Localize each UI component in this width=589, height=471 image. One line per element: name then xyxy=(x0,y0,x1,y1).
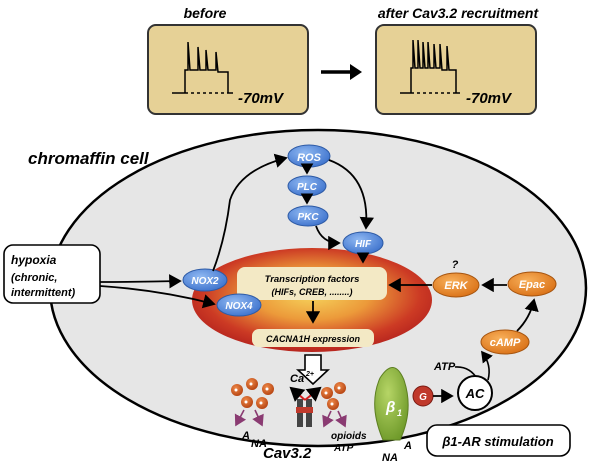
transcription-factor-box xyxy=(237,267,387,300)
hypoxia-nox4-arrow xyxy=(99,285,216,309)
camp-label: cAMP xyxy=(490,337,521,349)
epac-node: Epac xyxy=(507,271,557,297)
calcium-ion-label: Ca xyxy=(290,373,304,385)
camp-epac-arrow xyxy=(516,298,539,332)
plc-node: PLC xyxy=(287,175,327,197)
released-atp-label: ATP xyxy=(333,443,354,454)
after-voltage: -70mV xyxy=(466,90,513,107)
after-trace-panel: -70mV xyxy=(375,24,537,115)
erk-node: ERK xyxy=(432,272,480,298)
vesicle-release-arrow-1 xyxy=(234,409,247,427)
receptor-ligand-a: A xyxy=(403,440,412,452)
nox2-node: NOX2 xyxy=(182,268,228,292)
after-title: after Cav3.2 recruitment xyxy=(378,5,540,21)
cav32-label: Cav3.2 xyxy=(263,445,312,462)
ros-node: ROS xyxy=(287,144,331,168)
ac-label: AC xyxy=(465,386,485,401)
cell-label: chromaffin cell xyxy=(28,149,150,168)
camp-node: cAMP xyxy=(480,329,530,355)
nox4-node: NOX4 xyxy=(216,293,262,317)
tf-detail: (HIFs, CREB, ........) xyxy=(271,287,352,297)
ac-to-camp-arrow xyxy=(481,350,493,381)
vesicle-release-arrow-4 xyxy=(335,410,347,428)
erk-question-mark: ? xyxy=(452,259,459,271)
hypoxia-detail-2: intermittent) xyxy=(11,287,76,299)
nox2-label: NOX2 xyxy=(191,276,219,287)
tf-title: Transcription factors xyxy=(265,274,360,285)
nox-ros-arrow xyxy=(212,153,288,272)
beta-symbol: β xyxy=(385,399,395,416)
beta1-receptor: β 1 xyxy=(374,367,409,441)
pkc-hif-arrow xyxy=(315,225,341,251)
g-protein: G xyxy=(412,385,434,407)
cav32-channel xyxy=(296,399,313,427)
hypoxia-box: hypoxia (chronic, intermittent) xyxy=(3,244,101,304)
pkc-label: PKC xyxy=(297,212,319,223)
right-vesicle-cluster xyxy=(321,382,346,410)
vesicle-release-arrow-3 xyxy=(322,410,334,428)
pkc-node: PKC xyxy=(287,205,329,227)
hypoxia-nox2-arrow xyxy=(99,274,182,289)
nox4-label: NOX4 xyxy=(225,301,253,312)
hif-node: HIF xyxy=(342,231,384,255)
released-na-label: NA xyxy=(251,438,267,450)
before-trace-panel: -70mV xyxy=(147,24,309,115)
atp-substrate-label: ATP xyxy=(433,361,456,373)
plc-label: PLC xyxy=(297,182,318,193)
vesicle-release-arrow-2 xyxy=(252,409,264,427)
calcium-influx-right-arrow xyxy=(304,386,322,402)
beta-subscript: 1 xyxy=(397,408,402,418)
released-a-label: A xyxy=(241,430,250,442)
ac-enzyme: AC xyxy=(457,375,493,411)
beta-stimulation-box: β1-AR stimulation xyxy=(426,424,571,457)
cacna1h-expression: CACNA1H expression xyxy=(266,334,361,344)
epac-label: Epac xyxy=(519,279,545,291)
calcium-influx-left-arrow xyxy=(289,386,306,402)
erk-label: ERK xyxy=(444,280,468,292)
ros-label: ROS xyxy=(297,152,322,164)
expression-to-channel-arrow xyxy=(295,354,331,386)
beta-stimulation-label: β1-AR stimulation xyxy=(441,434,553,449)
cacna1h-expression-box xyxy=(252,329,374,347)
hypoxia-title: hypoxia xyxy=(11,253,57,267)
g-protein-label: G xyxy=(419,392,427,403)
transition-arrow xyxy=(321,64,362,80)
receptor-ligand-na: NA xyxy=(382,452,398,464)
hif-label: HIF xyxy=(355,239,372,250)
before-title: before xyxy=(184,5,227,21)
hypoxia-detail-1: (chronic, xyxy=(11,272,57,284)
opioids-label: opioids xyxy=(331,431,367,442)
ros-hif-arrow xyxy=(328,159,374,230)
calcium-charge: 2+ xyxy=(305,371,314,378)
before-voltage: -70mV xyxy=(238,90,285,107)
left-vesicle-cluster xyxy=(231,378,274,409)
